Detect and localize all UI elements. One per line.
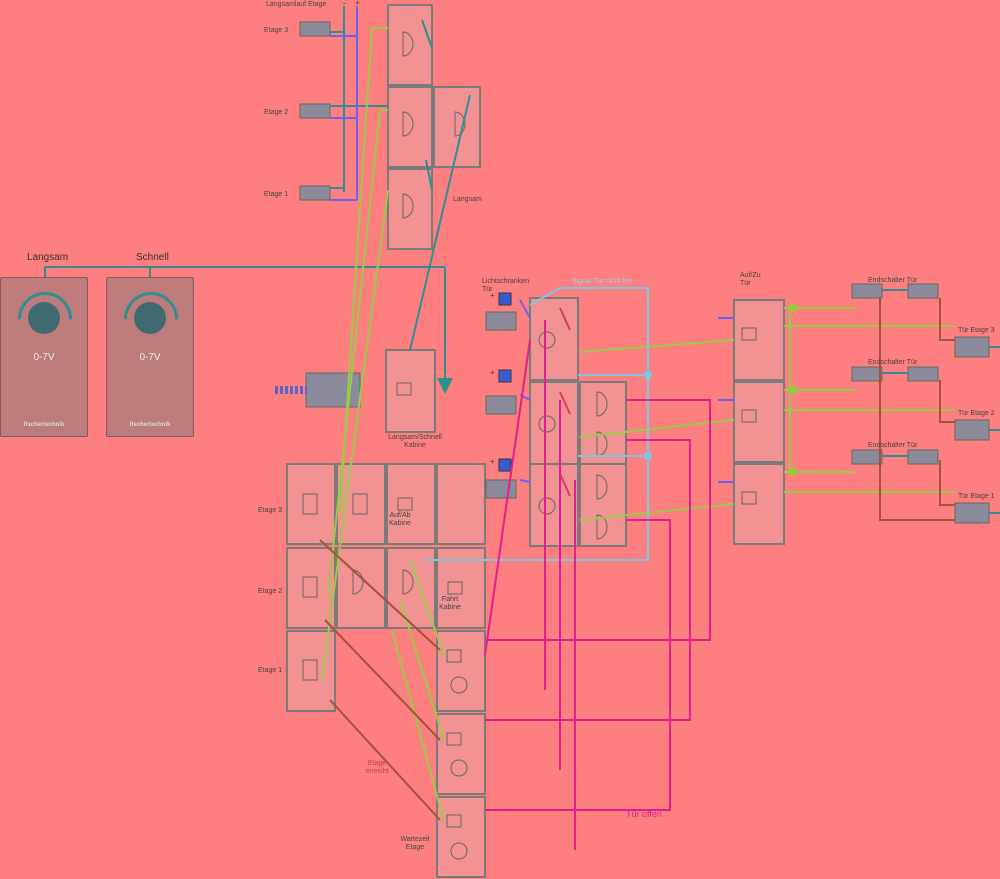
door-floor-2: Tür Etage 2: [958, 410, 995, 417]
slow-floor-label: Langsamlauf Etage: [266, 1, 327, 8]
fast-supply-label: Schnell: [136, 252, 169, 263]
slow-voltage: 0-7V: [33, 352, 55, 363]
fast-voltage: 0-7V: [139, 352, 161, 363]
slow-power-supply: 0-7V fischertechnik: [0, 277, 88, 437]
minus-label: -: [343, 0, 346, 8]
wait-time-label: Wartezeit Etage: [400, 836, 430, 851]
limit-switch-label-2: Endschalter Tür: [868, 359, 918, 366]
block-floor-3: Etage 3: [258, 507, 283, 514]
floor-reached-label: Etage erreicht: [365, 760, 389, 775]
slow-supply-label: Langsam: [27, 252, 69, 263]
cabin-speed-label: Langsam/Schnell Kabine: [388, 434, 442, 449]
plus-marker-3: +: [490, 457, 495, 466]
voltage-knob[interactable]: [134, 302, 166, 334]
relay-top-3: [387, 168, 433, 250]
slow-brand-logo: fischertechnik: [23, 422, 65, 428]
top-floor-2: Etage 2: [264, 109, 289, 116]
top-floor-3: Etage 3: [264, 27, 289, 34]
door-open-label: Tür offen: [626, 809, 662, 819]
limit-switch-label-1: Endschalter Tür: [868, 277, 918, 284]
fast-brand-logo: fischertechnik: [129, 422, 171, 428]
light-barrier-label: Lichtschranken Tür: [482, 278, 530, 293]
drive-cabin-label: Fahrt Kabine: [439, 596, 461, 611]
relay-top-extra: [433, 86, 481, 168]
voltage-knob[interactable]: [28, 302, 60, 334]
block-floor-1: Etage 1: [258, 667, 283, 674]
top-floor-1: Etage 1: [264, 191, 289, 198]
signal-label: Signal Tür nicht frei: [572, 278, 633, 285]
slow-relay-label: Langsam: [453, 196, 482, 203]
fast-power-supply: 0-7V fischertechnik: [106, 277, 194, 437]
relay-top-1: [387, 4, 433, 86]
limit-switch-label-3: Endschalter Tür: [868, 442, 918, 449]
plus-marker-2: +: [490, 368, 495, 377]
door-floor-3: Tür Etage 3: [958, 327, 995, 334]
plus-label: +: [355, 0, 361, 8]
up-down-cabin-label: Auf/Ab Kabine: [389, 512, 411, 527]
door-floor-1: Tür Etage 1: [958, 493, 995, 500]
block-floor-2: Etage 2: [258, 588, 283, 595]
plus-marker-1: +: [490, 291, 495, 300]
door-open-close-label: Auf/Zu Tür: [740, 272, 761, 287]
module-boxes: [286, 4, 785, 878]
relay-top-2: [387, 86, 433, 168]
